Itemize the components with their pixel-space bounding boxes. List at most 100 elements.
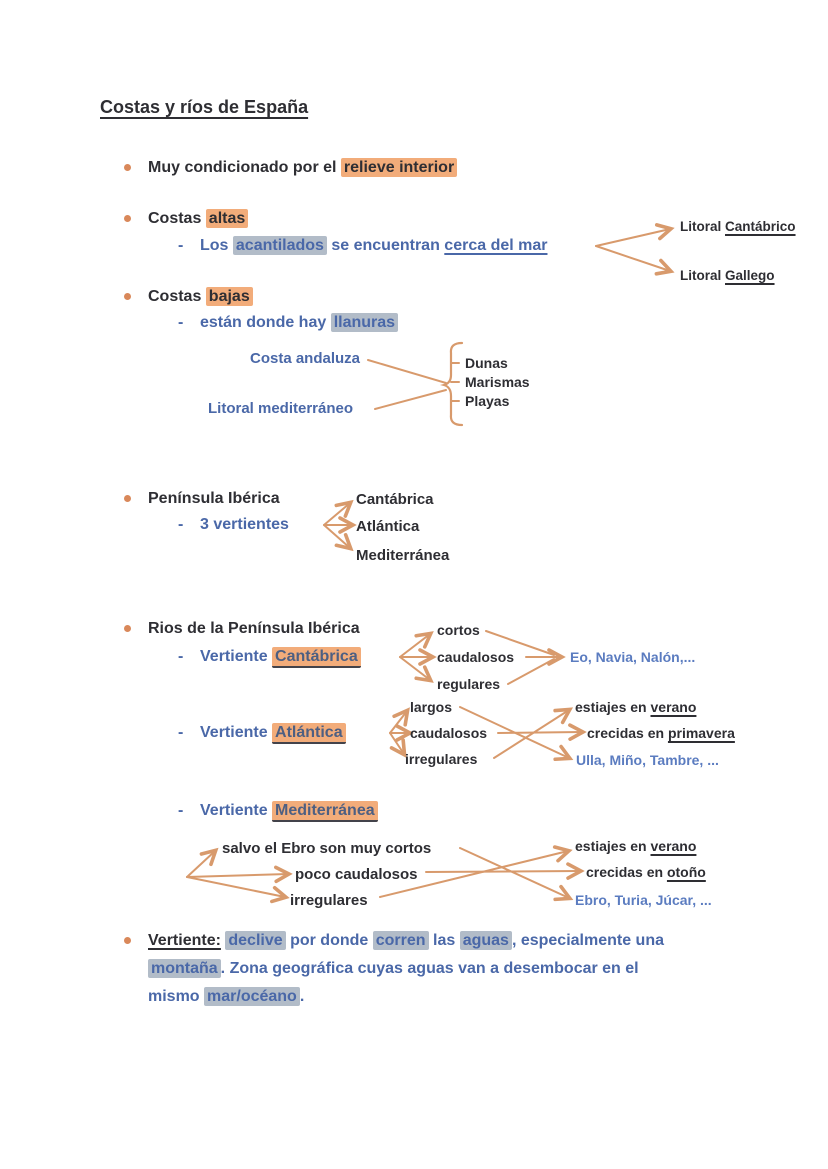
definition-line-2: montaña. Zona geográfica cuyas aguas van… xyxy=(148,955,808,983)
crecidas-primavera-label: crecidas en primavera xyxy=(587,724,735,743)
crecidas-otono-label: crecidas en otoño xyxy=(586,863,706,882)
mediterranea-highlight: Mediterránea xyxy=(272,801,378,822)
definition-line-3: mismo mar/océano. xyxy=(148,983,808,1011)
sub-dash: - xyxy=(178,648,184,665)
montana-highlight: montaña xyxy=(148,959,221,978)
bullet-dot xyxy=(124,215,131,222)
cantabrica-highlight: Cantábrica xyxy=(272,647,361,668)
gallego-underlined: Gallego xyxy=(725,268,775,283)
bullet-dot xyxy=(124,625,131,632)
sub-dash: - xyxy=(178,314,184,331)
vertiente-definition: Vertiente: declive por donde corren las … xyxy=(148,927,808,1011)
llanuras-line: están donde hay llanuras xyxy=(200,312,399,334)
vertiente-atlantica-line: Vertiente Atlántica xyxy=(200,722,346,744)
costas-bajas-highlight: bajas xyxy=(205,287,253,306)
tres-vertientes-label: 3 vertientes xyxy=(200,516,289,533)
atlantica-highlight: Atlántica xyxy=(272,723,346,744)
litoral-cantabrico-label: Litoral Cantábrico xyxy=(680,218,796,236)
vertientes-fork-arrows xyxy=(323,499,357,552)
vertiente-word: Vertiente xyxy=(200,802,273,819)
sub-dash: - xyxy=(178,516,184,533)
aguas-highlight: aguas xyxy=(459,931,512,950)
intro-text: Muy condicionado por el xyxy=(148,159,341,176)
cantabrica-converge-arrow xyxy=(485,630,566,685)
llanuras-highlight: llanuras xyxy=(330,313,399,332)
trait-regulares: regulares xyxy=(437,676,501,692)
features-brace xyxy=(440,341,464,427)
bajas-converge-lines xyxy=(367,359,447,410)
trait-salvo-ebro: salvo el Ebro son muy cortos xyxy=(222,840,432,857)
verano-underlined: verano xyxy=(650,699,697,715)
page-title: Costas y ríos de España xyxy=(100,97,309,117)
cantabrica-fork-arrows xyxy=(399,631,437,683)
definition-line-1: Vertiente: declive por donde corren las … xyxy=(148,927,808,955)
trait-irregulares: irregulares xyxy=(290,892,368,909)
vertiente-mediterranea-line: Vertiente Mediterránea xyxy=(200,800,378,822)
mediterranea-rivers: Ebro, Turia, Júcar, ... xyxy=(575,892,712,908)
def-text: . xyxy=(299,988,305,1005)
cantabrico-underlined: Cantábrico xyxy=(725,219,796,234)
acantilados-line: Los acantilados se encuentran cerca del … xyxy=(200,235,547,257)
acantilados-highlight: acantilados xyxy=(232,236,327,255)
feature-playas: Playas xyxy=(465,393,510,409)
corren-highlight: corren xyxy=(372,931,429,950)
trait-poco-caudalosos: poco caudalosos xyxy=(295,866,418,883)
estiajes-pre: estiajes en xyxy=(575,838,651,854)
vertiente-cantabrica-line: Vertiente Cantábrica xyxy=(200,646,361,668)
feature-dunas: Dunas xyxy=(465,355,508,371)
sub-dash: - xyxy=(178,802,184,819)
sub-dash: - xyxy=(178,237,184,254)
bullet-dot xyxy=(124,293,131,300)
declive-highlight: declive xyxy=(225,931,286,950)
rios-item: Rios de la Península Ibérica xyxy=(148,620,360,637)
intro-highlight: relieve interior xyxy=(340,158,458,177)
estiajes-pre: estiajes en xyxy=(575,699,651,715)
vertiente-atlantica-option: Atlántica xyxy=(356,518,420,535)
trait-irregulares: irregulares xyxy=(405,751,478,767)
vertiente-mediterranea-option: Mediterránea xyxy=(356,547,450,564)
costas-bajas-text: Costas xyxy=(148,288,206,305)
def-text: , especialmente una xyxy=(511,932,664,949)
litoral-mediterraneo-label: Litoral mediterráneo xyxy=(208,400,354,417)
primavera-underlined: primavera xyxy=(667,725,735,741)
bullet-dot xyxy=(124,495,131,502)
cerca-del-mar-underlined: cerca del mar xyxy=(444,237,548,254)
estiajes-verano-label: estiajes en verano xyxy=(575,698,696,717)
verano-underlined: verano xyxy=(650,838,697,854)
crecidas-pre: crecidas en xyxy=(586,864,667,880)
crecidas-pre: crecidas en xyxy=(587,725,668,741)
trait-caudalosos: caudalosos xyxy=(410,725,488,741)
costa-andaluza-label: Costa andaluza xyxy=(250,350,361,367)
atlantica-fork-arrows xyxy=(389,707,414,758)
costas-altas-text: Costas xyxy=(148,210,206,227)
litoral-gallego-label: Litoral Gallego xyxy=(680,267,775,285)
def-text: las xyxy=(428,932,460,949)
atlantica-cross-arrows xyxy=(459,706,587,762)
vertiente-word: Vertiente xyxy=(200,724,273,741)
costas-altas-highlight: altas xyxy=(205,209,249,228)
litoral-word: Litoral xyxy=(680,268,726,283)
estiajes-verano-label: estiajes en verano xyxy=(575,837,696,856)
llanuras-pre: están donde hay xyxy=(200,314,331,331)
atlantica-rivers: Ulla, Miño, Tambre, ... xyxy=(576,752,719,768)
mediterranea-fork-arrows xyxy=(186,847,293,904)
trait-largos: largos xyxy=(410,699,453,715)
def-text: mismo xyxy=(148,988,205,1005)
acantilados-mid: se encuentran xyxy=(326,237,445,254)
peninsula-item: Península Ibérica xyxy=(148,490,280,507)
bullet-dot xyxy=(124,937,131,944)
trait-cortos: cortos xyxy=(437,622,480,638)
mediterranea-cross-arrows xyxy=(379,845,585,902)
cantabrica-rivers: Eo, Navia, Nalón,... xyxy=(570,649,696,665)
costas-altas-item: Costas altas xyxy=(148,208,249,230)
costas-bajas-item: Costas bajas xyxy=(148,286,253,308)
def-text: . Zona geográfica cuyas aguas van a dese… xyxy=(220,960,639,977)
litoral-word: Litoral xyxy=(680,219,726,234)
vertiente-term: Vertiente: xyxy=(148,932,221,949)
mar-oceano-highlight: mar/océano xyxy=(204,987,300,1006)
altas-fork-arrows xyxy=(595,223,675,276)
coast-features-list: Dunas Marismas Playas xyxy=(465,354,530,411)
otono-underlined: otoño xyxy=(666,864,706,880)
acantilados-pre: Los xyxy=(200,237,233,254)
